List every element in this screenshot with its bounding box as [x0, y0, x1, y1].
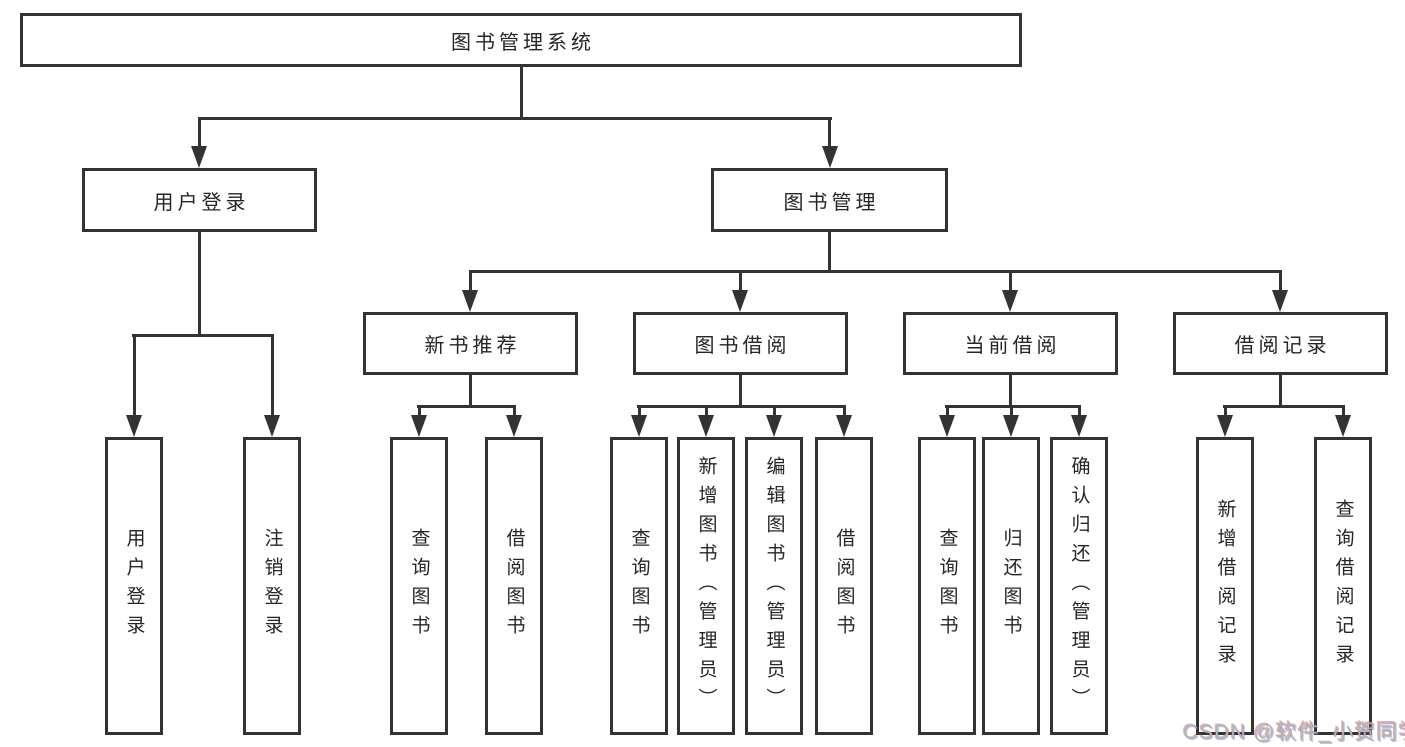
leaf-query-borrow-record-label: 查询借阅记录 — [1332, 499, 1354, 673]
connector-vline — [1279, 373, 1282, 407]
node-user-login-label: 用户登录 — [153, 191, 250, 214]
leaf-query-books-recommend-label: 查询图书 — [408, 528, 430, 644]
leaf-add-books-admin: 新增图书（管理员） — [677, 437, 735, 735]
connector-hline — [417, 405, 516, 408]
node-borrowing-records: 借阅记录 — [1173, 312, 1388, 375]
connector-vline — [1342, 405, 1345, 417]
leaf-logout-label: 注销登录 — [261, 528, 283, 644]
leaf-user-login: 用户登录 — [105, 437, 163, 735]
node-book-borrowing-label: 图书借阅 — [694, 335, 791, 357]
leaf-query-books-borrowing: 查询图书 — [610, 437, 668, 735]
arrowhead-down — [698, 415, 714, 437]
connector-vline — [418, 405, 421, 417]
connector-vline — [773, 405, 776, 417]
arrowhead-down — [836, 415, 852, 437]
arrowhead-down — [126, 415, 142, 437]
arrowhead-down — [1335, 415, 1351, 437]
connector-vline — [705, 405, 708, 417]
connector-hline — [945, 405, 1081, 408]
connector-vline — [1078, 405, 1081, 417]
node-borrowing-records-label: 借阅记录 — [1234, 335, 1331, 357]
connector-vline — [1224, 405, 1227, 417]
connector-vline — [1009, 270, 1012, 292]
arrowhead-down — [631, 415, 647, 437]
node-new-book-recommend: 新书推荐 — [363, 312, 578, 375]
connector-vline — [1279, 270, 1282, 292]
leaf-add-books-admin-label: 新增图书（管理员） — [695, 455, 717, 717]
arrowhead-down — [411, 415, 427, 437]
connector-vline — [469, 270, 472, 292]
leaf-query-borrow-record: 查询借阅记录 — [1314, 437, 1372, 735]
arrowhead-down — [264, 415, 280, 437]
leaf-query-books-recommend: 查询图书 — [390, 437, 448, 735]
connector-vline — [271, 334, 274, 418]
node-current-borrowing: 当前借阅 — [903, 312, 1118, 375]
node-book-management-label: 图书管理 — [783, 191, 880, 214]
connector-hline — [469, 270, 1282, 273]
arrowhead-down — [506, 415, 522, 437]
connector-vline — [520, 65, 523, 120]
leaf-return-books: 归还图书 — [982, 437, 1040, 735]
connector-vline — [133, 334, 136, 418]
node-new-book-recommend-label: 新书推荐 — [424, 335, 521, 357]
node-root-label: 图书管理系统 — [451, 31, 595, 54]
connector-hline — [198, 117, 832, 120]
leaf-confirm-return-admin-label: 确认归还（管理员） — [1068, 455, 1090, 717]
connector-vline — [469, 373, 472, 407]
leaf-edit-books-admin-label: 编辑图书（管理员） — [763, 455, 785, 717]
arrowhead-down — [1217, 415, 1233, 437]
arrowhead-down — [462, 290, 478, 312]
leaf-query-books-borrowing-label: 查询图书 — [628, 528, 650, 644]
leaf-borrow-books-borrowing-label: 借阅图书 — [833, 528, 855, 644]
leaf-query-books-current-label: 查询图书 — [936, 528, 958, 644]
connector-vline — [739, 270, 742, 292]
node-book-borrowing: 图书借阅 — [633, 312, 848, 375]
connector-vline — [828, 117, 831, 148]
connector-vline — [638, 405, 641, 417]
arrowhead-down — [191, 146, 207, 168]
leaf-borrow-books-recommend-label: 借阅图书 — [503, 528, 525, 644]
connector-vline — [843, 405, 846, 417]
arrowhead-down — [1071, 415, 1087, 437]
connector-vline — [828, 230, 831, 273]
leaf-logout: 注销登录 — [243, 437, 301, 735]
leaf-add-borrow-record: 新增借阅记录 — [1196, 437, 1254, 735]
arrowhead-down — [732, 290, 748, 312]
connector-vline — [198, 230, 201, 336]
leaf-borrow-books-borrowing: 借阅图书 — [815, 437, 873, 735]
arrowhead-down — [1002, 290, 1018, 312]
connector-vline — [946, 405, 949, 417]
arrowhead-down — [766, 415, 782, 437]
leaf-confirm-return-admin: 确认归还（管理员） — [1050, 437, 1108, 735]
arrowhead-down — [1272, 290, 1288, 312]
node-current-borrowing-label: 当前借阅 — [964, 335, 1061, 357]
connector-vline — [1009, 373, 1012, 407]
leaf-borrow-books-recommend: 借阅图书 — [485, 437, 543, 735]
leaf-user-login-label: 用户登录 — [123, 528, 145, 644]
connector-hline — [637, 405, 846, 408]
arrowhead-down — [939, 415, 955, 437]
node-book-management: 图书管理 — [711, 168, 948, 232]
node-root: 图书管理系统 — [20, 13, 1022, 67]
connector-hline — [132, 334, 274, 337]
connector-vline — [1010, 405, 1013, 417]
connector-hline — [1223, 405, 1345, 408]
leaf-add-borrow-record-label: 新增借阅记录 — [1214, 499, 1236, 673]
leaf-return-books-label: 归还图书 — [1000, 528, 1022, 644]
arrowhead-down — [822, 146, 838, 168]
connector-vline — [739, 373, 742, 407]
arrowhead-down — [1003, 415, 1019, 437]
leaf-edit-books-admin: 编辑图书（管理员） — [745, 437, 803, 735]
watermark: CSDN @软件_小贺同学 — [1183, 721, 1405, 744]
node-user-login: 用户登录 — [82, 168, 317, 232]
leaf-query-books-current: 查询图书 — [918, 437, 976, 735]
connector-vline — [198, 117, 201, 148]
connector-vline — [513, 405, 516, 417]
